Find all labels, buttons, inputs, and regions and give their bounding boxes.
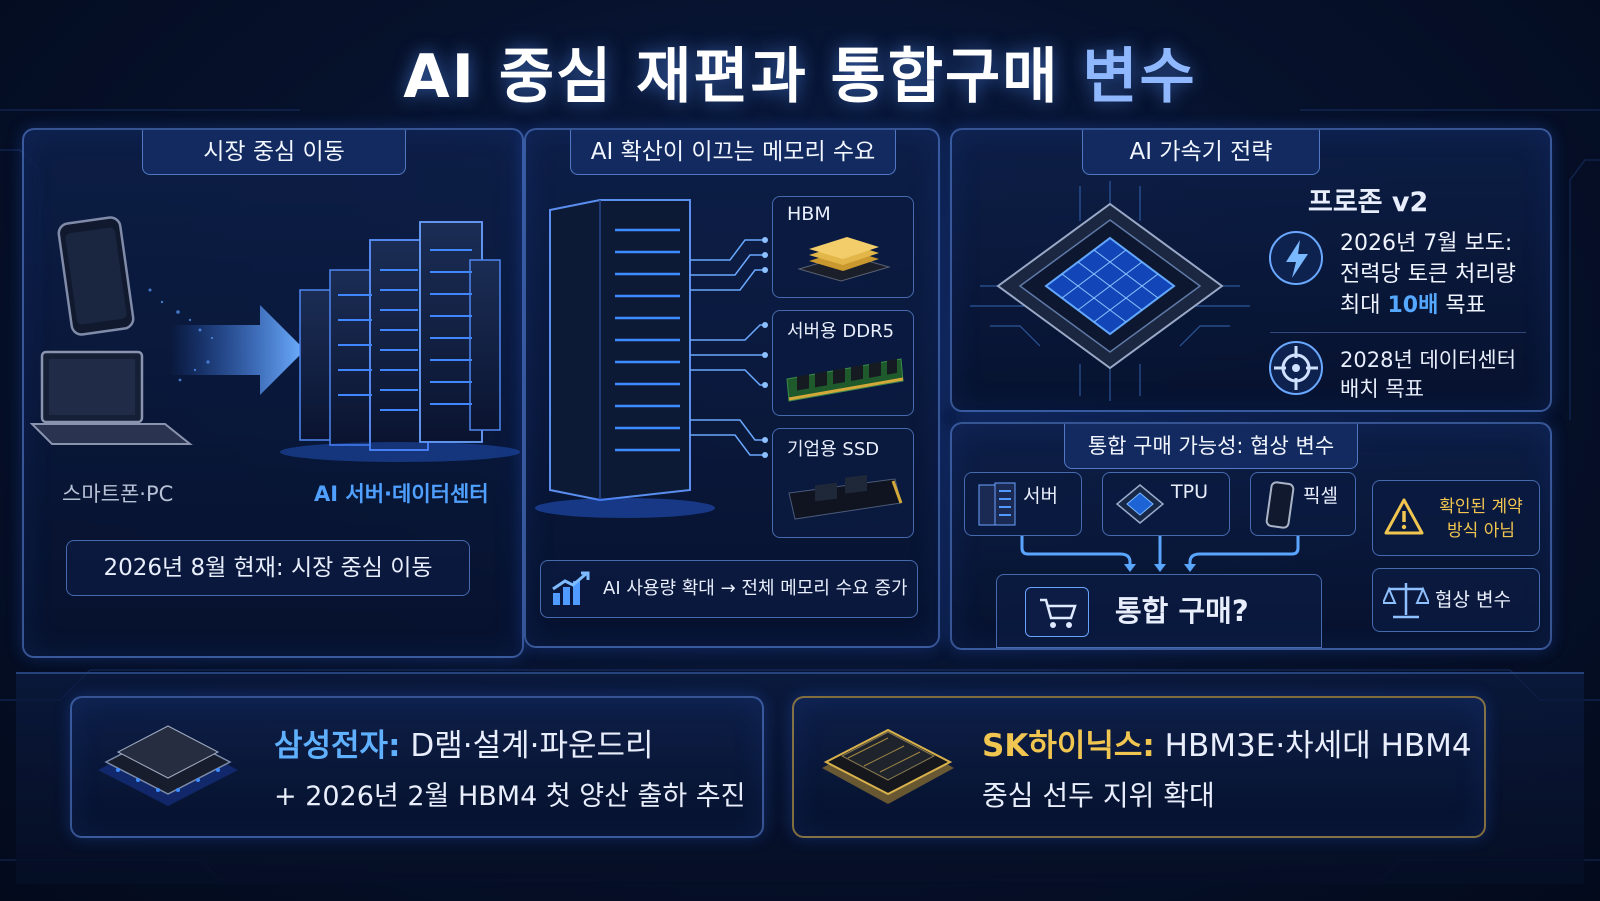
hbm-label: HBM <box>787 203 831 225</box>
skhynix-card: SK하이닉스: HBM3E·차세대 HBM4 중심 선두 지위 확대 <box>792 696 1486 838</box>
integrated-purchase-text: 통합 구매? <box>1115 594 1249 628</box>
cart-icon-frame <box>1025 587 1089 637</box>
warning-box: 확인된 계약 방식 아님 <box>1372 480 1540 556</box>
cart-icon <box>1040 598 1077 628</box>
skhynix-line1: SK하이닉스: HBM3E·차세대 HBM4 <box>982 720 1472 765</box>
lightning-icon <box>1269 231 1323 285</box>
skhynix-line2: 중심 선두 지위 확대 <box>982 779 1215 812</box>
ai-accelerator-tab: AI 가속기 전략 <box>1082 130 1320 175</box>
growth-chart-icon <box>552 571 590 605</box>
samsung-name: 삼성전자: <box>274 728 401 764</box>
tpu-chip-icon <box>1115 484 1165 524</box>
warning-line2: 방식 아님 <box>1447 521 1515 541</box>
fact-divider <box>1270 332 1526 333</box>
connection-lines <box>690 239 765 456</box>
hbm-chip-icon <box>797 237 891 282</box>
market-shift-status: 2026년 8월 현재: 시장 중심 이동 <box>66 540 470 596</box>
hbm-card: HBM <box>772 196 914 298</box>
fact-efficiency-line1: 2026년 7월 보도: <box>1340 231 1513 256</box>
fact-efficiency-pre: 최대 <box>1340 293 1388 318</box>
market-shift-illustration <box>30 216 520 462</box>
fact-deployment: 2028년 데이터센터 배치 목표 <box>1340 346 1516 404</box>
title-accent: 변수 <box>1082 42 1197 112</box>
integrated-purchase-box: 통합 구매? <box>996 574 1322 648</box>
ddr5-label: 서버용 DDR5 <box>787 321 895 342</box>
page-title: AI 중심 재편과 통합구매 변수 <box>0 28 1600 115</box>
pixel-option-label: 픽셀 <box>1303 485 1338 507</box>
samsung-line1-text: D램·설계·파운드리 <box>400 728 654 764</box>
target-icon <box>1269 341 1323 395</box>
server-option: 서버 <box>964 472 1082 536</box>
negotiation-variable-box: 협상 변수 <box>1372 568 1540 632</box>
memory-demand-tab: AI 확산이 이끄는 메모리 수요 <box>570 130 896 175</box>
balance-scale-icon <box>1383 583 1429 619</box>
ai-server-label: AI 서버·데이터센터 <box>314 482 489 506</box>
memory-demand-footer: AI 사용량 확대 → 전체 메모리 수요 증가 <box>540 560 918 618</box>
integrated-purchase-tab: 통합 구매 가능성: 협상 변수 <box>1064 424 1358 469</box>
memory-demand-text: AI 사용량 확대 → 전체 메모리 수요 증가 <box>603 578 908 599</box>
ssd-card: 기업용 SSD <box>772 428 914 538</box>
samsung-line2: + 2026년 2월 HBM4 첫 양산 출하 추진 <box>274 781 746 812</box>
ai-chip-illustration <box>970 181 1250 401</box>
server-icon <box>978 482 1016 526</box>
pixel-option: 픽셀 <box>1250 472 1356 536</box>
samsung-chip-icon <box>98 725 238 806</box>
ai-chip-icon <box>996 202 1224 370</box>
laptop-icon <box>30 350 193 445</box>
ssd-icon <box>788 474 903 520</box>
ssd-label: 기업용 SSD <box>787 439 880 460</box>
market-shift-tab: 시장 중심 이동 <box>142 130 406 175</box>
smartphone-icon <box>57 216 135 336</box>
samsung-line1: 삼성전자: D램·설계·파운드리 <box>274 720 654 765</box>
server-tower-illustration <box>535 199 768 518</box>
fact-deployment-line1: 2028년 데이터센터 <box>1340 348 1517 372</box>
warning-icon <box>1384 498 1424 535</box>
phone-icon <box>1265 481 1295 529</box>
fact-efficiency-highlight: 10배 <box>1387 293 1439 318</box>
tpu-option-label: TPU <box>1171 481 1208 503</box>
ram-module-icon <box>786 358 904 402</box>
warning-line1: 확인된 계약 <box>1439 497 1523 517</box>
fact-efficiency: 2026년 7월 보도: 전력당 토큰 처리량 최대 10배 목표 <box>1340 228 1516 321</box>
samsung-card: 삼성전자: D램·설계·파운드리 + 2026년 2월 HBM4 첫 양산 출하… <box>70 696 764 838</box>
server-racks-icon <box>280 221 520 462</box>
tpu-option: TPU <box>1102 472 1230 536</box>
fact-deployment-line2: 배치 목표 <box>1340 377 1424 401</box>
skhynix-chip-icon <box>822 728 954 804</box>
warning-text: 확인된 계약 방식 아님 <box>1429 495 1533 543</box>
ddr5-card: 서버용 DDR5 <box>772 310 914 416</box>
server-tower-icon <box>535 199 715 518</box>
skhynix-name: SK하이닉스: <box>982 728 1155 764</box>
product-name: 프로존 v2 <box>1308 187 1429 218</box>
negotiation-variable-text: 협상 변수 <box>1435 589 1511 611</box>
title-main: AI 중심 재편과 통합구매 <box>403 42 1060 112</box>
fact-efficiency-post: 목표 <box>1438 293 1486 318</box>
merge-arrows <box>1020 536 1300 572</box>
skhynix-line1-text: HBM3E·차세대 HBM4 <box>1154 728 1472 764</box>
fact-efficiency-line2: 전력당 토큰 처리량 <box>1340 262 1516 287</box>
server-option-label: 서버 <box>1023 485 1058 507</box>
flow-arrow-icon <box>170 305 305 395</box>
smartphone-pc-label: 스마트폰·PC <box>62 482 174 506</box>
